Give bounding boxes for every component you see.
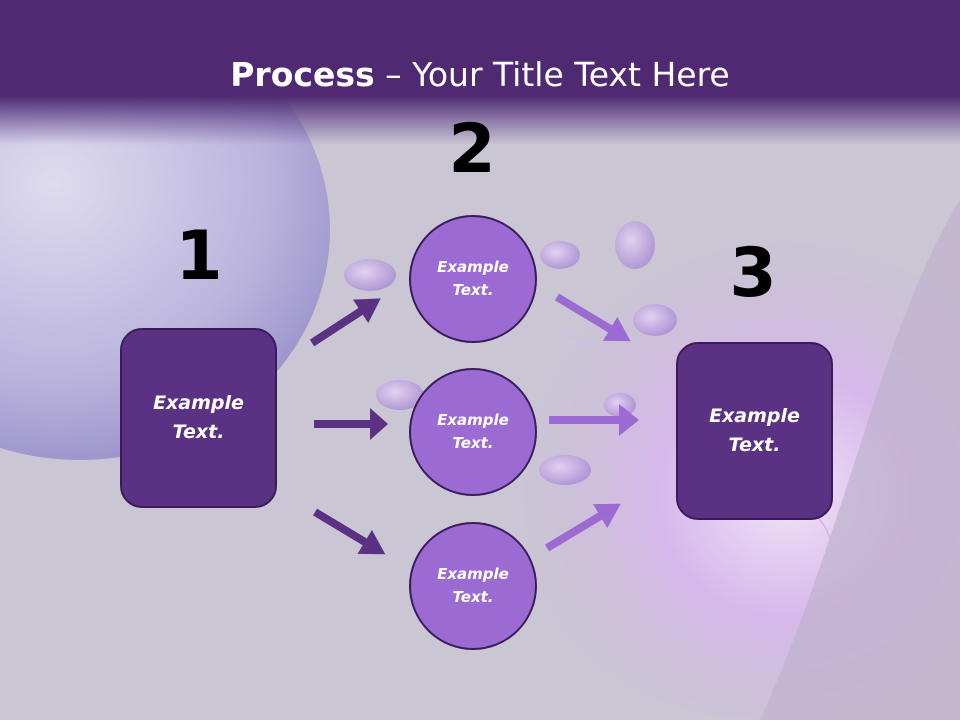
step-2-circle-middle[interactable]: Example Text. bbox=[409, 368, 537, 496]
right-arrow-icon bbox=[309, 298, 381, 347]
step-1-text: Example Text. bbox=[153, 392, 244, 443]
step-3-text: Example Text. bbox=[709, 405, 800, 456]
step-2-circle-middle-text: Example Text. bbox=[437, 411, 509, 452]
right-arrow-icon bbox=[544, 503, 621, 552]
title-rest: – Your Title Text Here bbox=[374, 55, 730, 94]
step-number-1: 1 bbox=[175, 217, 223, 296]
step-number-3: 3 bbox=[729, 234, 777, 313]
slide-title: Process – Your Title Text Here bbox=[0, 54, 960, 96]
title-bar: Process – Your Title Text Here bbox=[0, 0, 960, 145]
right-arrow-icon bbox=[314, 408, 388, 440]
step-2-circle-top-text: Example Text. bbox=[437, 258, 509, 299]
left-arrows bbox=[309, 298, 388, 555]
title-bold: Process bbox=[230, 55, 375, 94]
step-2-circle-bottom[interactable]: Example Text. bbox=[409, 522, 537, 650]
right-arrow-icon bbox=[549, 404, 639, 436]
right-arrow-icon bbox=[554, 293, 631, 342]
step-2-circle-top[interactable]: Example Text. bbox=[409, 215, 537, 343]
right-arrows bbox=[544, 293, 639, 552]
step-1-box[interactable]: Example Text. bbox=[120, 328, 277, 508]
step-number-2: 2 bbox=[448, 110, 496, 189]
step-3-box[interactable]: Example Text. bbox=[676, 342, 833, 520]
right-arrow-icon bbox=[312, 508, 386, 555]
step-2-circle-bottom-text: Example Text. bbox=[437, 565, 509, 606]
